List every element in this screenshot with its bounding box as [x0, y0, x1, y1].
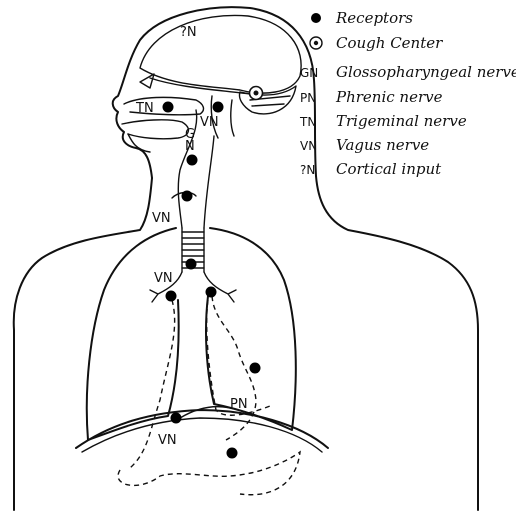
legend-cough-center-symbol [310, 37, 322, 49]
cerebellum [240, 86, 297, 114]
legend-trigeminal: Trigeminal nerve [336, 112, 467, 130]
cough-center-marker [250, 87, 263, 100]
legend-vn-abbr: VN [300, 139, 317, 153]
legend-tn-abbr: TN [299, 115, 316, 129]
legend-vagus: Vagus nerve [336, 136, 429, 154]
legend-cough-center: Cough Center [336, 34, 443, 52]
receptor-pharynx [213, 102, 224, 113]
right-lung [206, 228, 296, 430]
legend-cortical-abbr: ?N [300, 163, 315, 177]
legend: Receptors Cough Center GN Glossopharynge… [299, 9, 516, 178]
head-outline [113, 7, 316, 178]
label-vagus-abdomen: VN [158, 433, 177, 448]
label-phrenic: PN [230, 397, 248, 412]
receptor-larynx [182, 191, 193, 202]
label-nerve-neck: N [185, 139, 195, 154]
receptor-right-bronchus [206, 287, 217, 298]
legend-receptor-symbol [311, 13, 321, 23]
receptor-epiglottis [187, 155, 198, 166]
receptor-stomach [227, 448, 238, 459]
label-vagus-larynx: VN [152, 211, 171, 226]
receptor-nasal [163, 102, 174, 113]
legend-receptors: Receptors [335, 9, 413, 27]
legend-glossopharyngeal: Glossopharyngeal nerve [336, 63, 516, 81]
label-trigeminal: TN [135, 101, 154, 116]
label-cortical: ?N [180, 25, 197, 40]
receptor-trachea [186, 259, 197, 270]
body-outline [14, 176, 478, 510]
label-vagus-pharynx: VN [200, 115, 219, 130]
legend-cortical: Cortical input [336, 160, 442, 178]
legend-pn-abbr: PN [300, 91, 316, 105]
left-lung [87, 228, 179, 440]
receptor-pleura [250, 363, 261, 374]
receptor-left-bronchus [166, 291, 177, 302]
stomach [118, 452, 300, 495]
label-vagus-bronchi: VN [154, 271, 173, 286]
mouth [122, 120, 188, 139]
legend-phrenic: Phrenic nerve [335, 88, 443, 106]
receptor-diaphragm [171, 413, 182, 424]
legend-gn-abbr: GN [300, 66, 318, 80]
